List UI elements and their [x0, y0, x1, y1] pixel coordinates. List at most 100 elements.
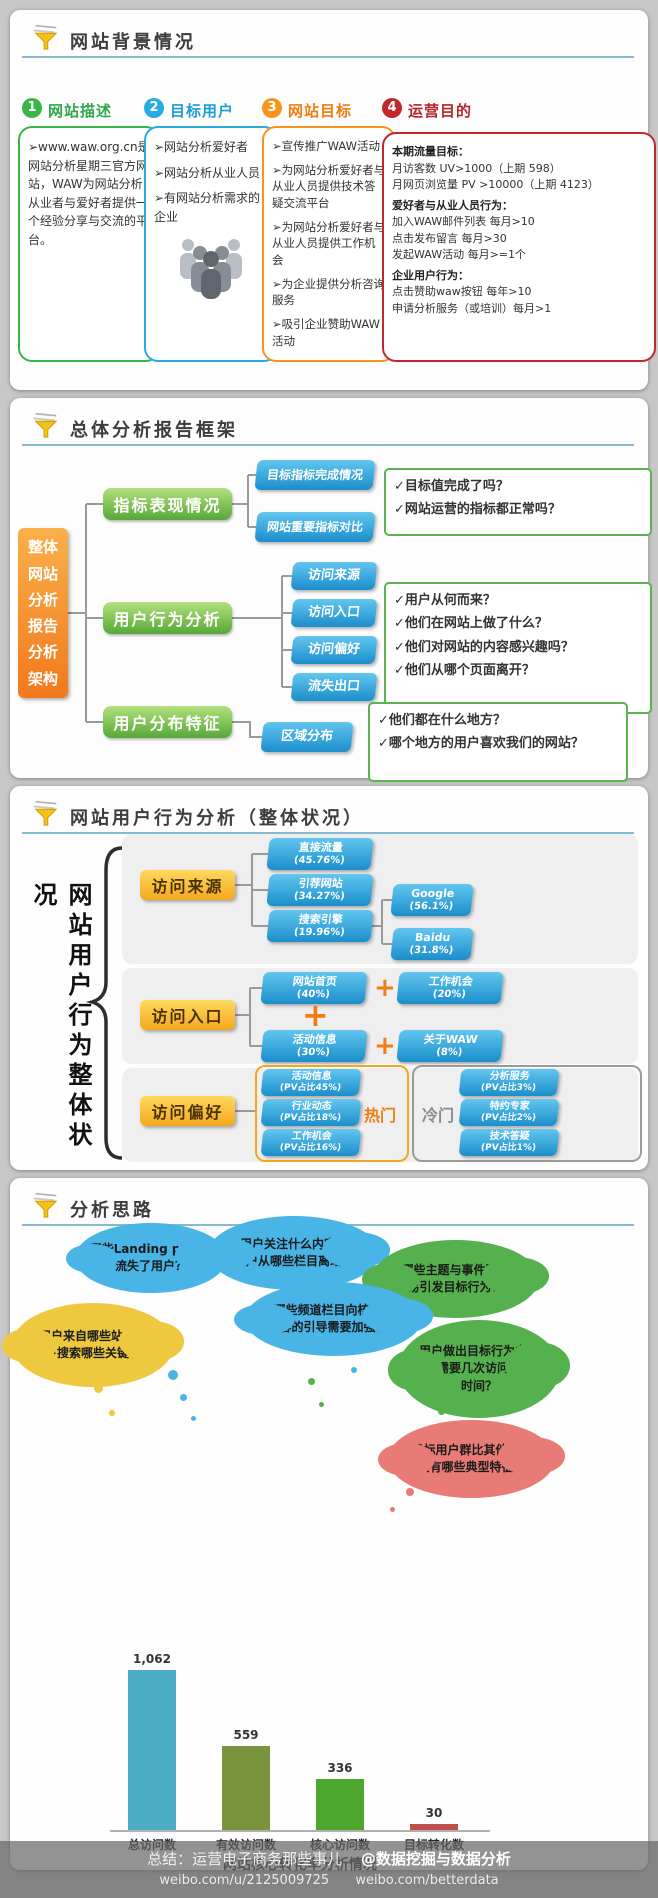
- col3-title: 网站目标: [288, 102, 353, 120]
- node-pct: (19.96%): [293, 926, 346, 938]
- question-box-behavior: ✓用户从何而来？ ✓他们在网站上做了什么？ ✓他们对网站的内容感兴趣吗？ ✓他们…: [384, 582, 652, 714]
- cold-pages-container: [412, 1065, 642, 1162]
- bar-goal-conversions: [410, 1824, 458, 1830]
- node-pct: (31.8%): [408, 944, 454, 956]
- col4-title: 运营目的: [408, 102, 473, 120]
- node-name: 工作机会: [428, 974, 474, 988]
- bar-value-label: 30: [425, 1806, 443, 1820]
- node-pct: (PV占比18%): [279, 1113, 342, 1124]
- funnel-icon: [30, 410, 60, 440]
- bubble-dot: [319, 1402, 324, 1407]
- site-goal-item: ➢宣传推广WAW活动: [272, 139, 380, 153]
- fan-behavior-heading: 爱好者与从业人员行为：: [392, 198, 513, 212]
- label-visit-entry: 访问入口: [140, 1000, 235, 1030]
- company-behavior-heading: 企业用户行为：: [392, 268, 469, 282]
- bar-value-label: 559: [233, 1728, 259, 1742]
- bar-total-visits: [128, 1670, 176, 1830]
- node-visit-entry: 访问入口: [290, 599, 378, 627]
- bar-value-label: 1,062: [133, 1652, 171, 1666]
- step-number-1: 1: [22, 98, 42, 118]
- panel2-divider: [22, 444, 634, 446]
- node-pct: (PV占比3%): [480, 1083, 537, 1094]
- step-number-3: 3: [262, 98, 282, 118]
- plus-icon: +: [374, 973, 396, 1003]
- site-goal-item: ➢为企业提供分析咨询服务: [272, 276, 386, 308]
- thought-cloud-target-traits: 目标用户群比其他用户 具有哪些典型特征？: [377, 1420, 566, 1498]
- framework-root-node: 整体 网站 分析 报告 分析 架构: [18, 528, 68, 698]
- panel3-divider: [22, 832, 634, 834]
- watermark-weibo-url-2: weibo.com/betterdata: [355, 1873, 499, 1888]
- node-baidu: Baidu (31.8%): [390, 928, 474, 960]
- panel-site-background: 网站背景情况 1 网站描述 2 目标用户 3 网站目标 4 运营目的 ➢www.…: [10, 10, 656, 390]
- watermark-bar: 总结：运营电子商务那些事儿 @数据挖掘与数据分析 weibo.com/u/212…: [0, 1841, 658, 1898]
- node-google: Google (56.1%): [390, 884, 474, 916]
- watermark-summary-text: 总结：运营电子商务那些事儿: [147, 1850, 343, 1868]
- thought-cloud-topics: 哪些主题与事件更容 易引发目标行为？: [361, 1240, 550, 1318]
- bubble-dot: [338, 1344, 346, 1352]
- branch-user-distribution: 用户分布特征: [103, 706, 232, 738]
- cold-node-experts: 特约专家 (PV占比2%): [458, 1099, 560, 1126]
- funnel-icon: [30, 22, 60, 52]
- node-pct: (PV占比45%): [279, 1083, 342, 1094]
- watermark-line1: 总结：运营电子商务那些事儿 @数据挖掘与数据分析: [0, 1848, 658, 1869]
- side-vertical-label: 网站用户行为整体状况: [29, 882, 92, 1152]
- fan-behavior-lines: 加入WAW邮件列表 每月>10 点击发布留言 每月>30 发起WAW活动 每月>…: [392, 215, 535, 261]
- panel1-title: 网站背景情况: [70, 32, 196, 53]
- panel3-title: 网站用户行为分析（整体状况）: [70, 808, 364, 829]
- site-description-box: ➢www.waw.org.cn是网站分析星期三官方网站，WAW为网站分析从业者与…: [18, 126, 160, 362]
- funnel-icon: [30, 1190, 60, 1220]
- cold-label: 冷门: [422, 1106, 455, 1125]
- hot-node-jobs: 工作机会 (PV占比16%): [260, 1129, 362, 1156]
- node-visit-preference: 访问偏好: [290, 636, 378, 664]
- step-number-4: 4: [382, 98, 402, 118]
- node-name: 引荐网站: [298, 876, 344, 890]
- site-goal-item: ➢为网站分析爱好者与从业人员提供技术答疑交流平台: [272, 162, 386, 211]
- watermark-weibo-url: weibo.com/u/2125009725: [159, 1873, 330, 1888]
- watermark-account-name: @数据挖掘与数据分析: [360, 1850, 511, 1868]
- node-name: Baidu: [414, 930, 452, 944]
- node-name: 工作机会: [291, 1130, 333, 1142]
- node-pct: (34.27%): [293, 890, 346, 902]
- node-pct: (20%): [432, 988, 467, 1000]
- site-description-text: ➢www.waw.org.cn是网站分析星期三官方网站，WAW为网站分析从业者与…: [28, 140, 150, 247]
- chart-baseline: [110, 1830, 490, 1832]
- site-goal-item: ➢吸引企业赞助WAW活动: [272, 317, 380, 348]
- hot-label: 热门: [364, 1106, 397, 1125]
- node-pct: (PV占比2%): [480, 1113, 537, 1124]
- node-pct: (PV占比16%): [279, 1143, 342, 1154]
- node-pct: (PV占比1%): [480, 1143, 537, 1154]
- bar-core-visits: [316, 1779, 364, 1830]
- label-visit-preference: 访问偏好: [140, 1096, 235, 1126]
- watermark-line2: weibo.com/u/2125009725 weibo.com/betterd…: [0, 1873, 658, 1888]
- node-name: 分析服务: [489, 1070, 531, 1082]
- node-search-engines: 搜索引擎 (19.96%): [266, 910, 374, 942]
- node-name: 特约专家: [489, 1100, 531, 1112]
- hot-node-industry-news: 行业动态 (PV占比18%): [260, 1099, 362, 1126]
- target-user-item: ➢网站分析从业人员: [154, 165, 261, 180]
- traffic-goal-lines: 月访客数 UV>1000（上期 598） 月网页浏览量 PV >10000（上期…: [392, 161, 599, 192]
- target-user-item: ➢有网站分析需求的企业: [154, 191, 261, 224]
- traffic-goal-heading: 本期流量目标：: [392, 145, 469, 158]
- node-name: 网站首页: [292, 974, 338, 988]
- node-name: Google: [410, 886, 456, 900]
- operation-goals-box: 本期流量目标： 月访客数 UV>1000（上期 598） 月网页浏览量 PV >…: [382, 132, 656, 362]
- panel-report-framework: 总体分析报告框架 整体 网站 分析 报告 分析 架构 指标表现情况 用户行为分析…: [10, 398, 652, 782]
- bar-value-label: 336: [327, 1761, 353, 1775]
- node-name: 直接流量: [298, 840, 344, 854]
- node-pct: (56.1%): [408, 900, 454, 912]
- node-name: 活动信息: [292, 1032, 338, 1046]
- node-name: 活动信息: [291, 1070, 333, 1082]
- question-box-metrics: ✓目标值完成了吗？ ✓网站运营的指标都正常吗？: [384, 468, 652, 536]
- bubble-dot: [109, 1410, 115, 1416]
- panel4-title: 分析思路: [70, 1200, 154, 1221]
- bubble-dot: [406, 1488, 414, 1496]
- site-goals-box: ➢宣传推广WAW活动 ➢为网站分析爱好者与从业人员提供技术答疑交流平台 ➢为网站…: [262, 126, 396, 362]
- cold-node-analysis-service: 分析服务 (PV占比3%): [458, 1069, 560, 1096]
- bubble-dot: [191, 1416, 196, 1421]
- step-number-2: 2: [144, 98, 164, 118]
- node-referral-sites: 引荐网站 (34.27%): [266, 874, 374, 906]
- framework-root-text: 整体 网站 分析 报告 分析 架构: [27, 538, 58, 688]
- node-key-metric-compare: 网站重要指标对比: [254, 512, 376, 542]
- bubble-dot: [94, 1384, 103, 1393]
- hot-pages-container: [255, 1065, 409, 1162]
